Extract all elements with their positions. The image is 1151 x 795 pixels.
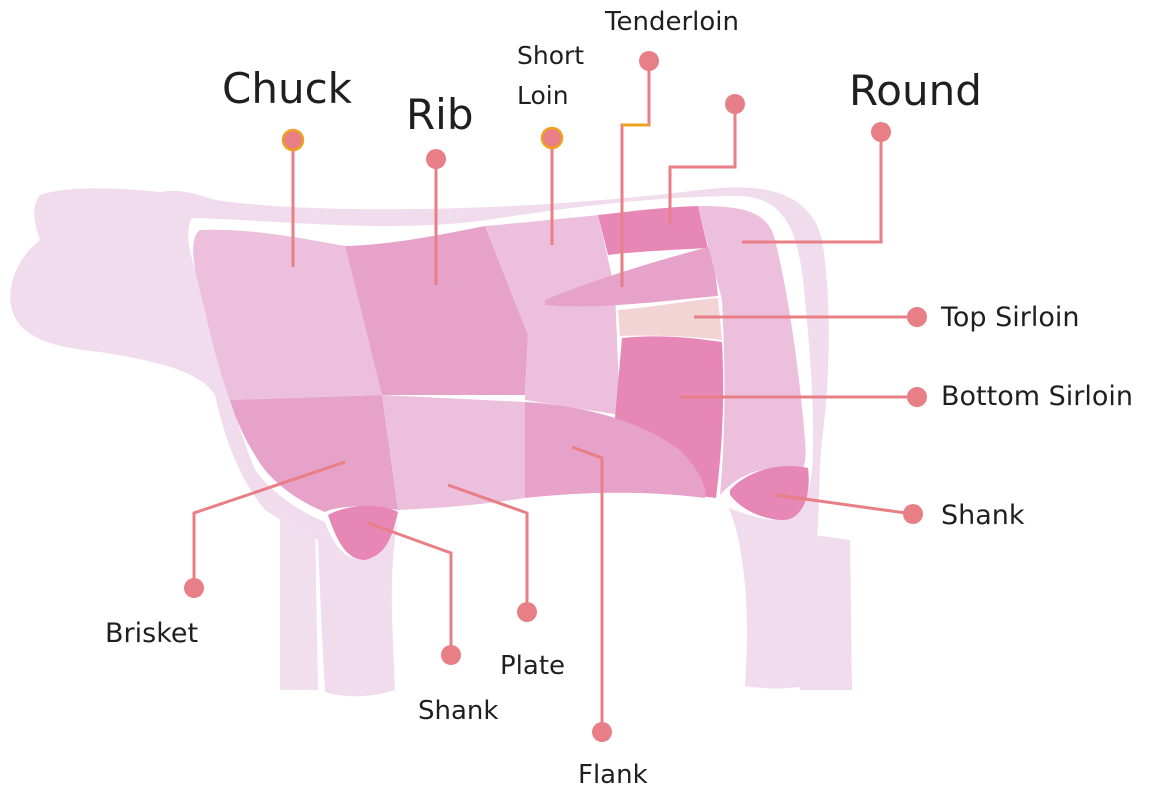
label-flank: Flank bbox=[578, 762, 648, 788]
dot-hind-shank bbox=[903, 504, 923, 524]
dot-short-loin bbox=[542, 128, 562, 148]
label-plate: Plate bbox=[500, 653, 565, 679]
cut-tenderloin bbox=[598, 206, 708, 255]
dot-sirloin-upper bbox=[725, 94, 745, 114]
cut-plate bbox=[382, 395, 525, 510]
dot-chuck bbox=[283, 130, 303, 150]
label-bottom-sirloin: Bottom Sirloin bbox=[941, 383, 1133, 410]
label-tenderloin: Tenderloin bbox=[605, 9, 739, 35]
label-rib: Rib bbox=[406, 94, 474, 136]
label-round: Round bbox=[849, 70, 982, 112]
label-shank-fore: Shank bbox=[418, 698, 498, 724]
dot-round bbox=[871, 122, 891, 142]
label-chuck: Chuck bbox=[222, 68, 352, 110]
label-shank-hind: Shank bbox=[941, 502, 1025, 529]
dot-tenderloin bbox=[639, 51, 659, 71]
dot-fore-shank bbox=[441, 645, 461, 665]
dot-rib bbox=[426, 149, 446, 169]
dot-top-sirloin bbox=[907, 307, 927, 327]
label-short-loin-line1: Short bbox=[517, 41, 584, 70]
dot-brisket bbox=[184, 578, 204, 598]
dot-plate bbox=[517, 602, 537, 622]
dot-bottom-sirloin bbox=[907, 387, 927, 407]
label-brisket: Brisket bbox=[105, 620, 198, 647]
label-short-loin: Short Loin bbox=[517, 36, 607, 116]
label-top-sirloin: Top Sirloin bbox=[941, 304, 1080, 331]
dot-flank bbox=[592, 722, 612, 742]
label-short-loin-line2: Loin bbox=[517, 81, 569, 110]
